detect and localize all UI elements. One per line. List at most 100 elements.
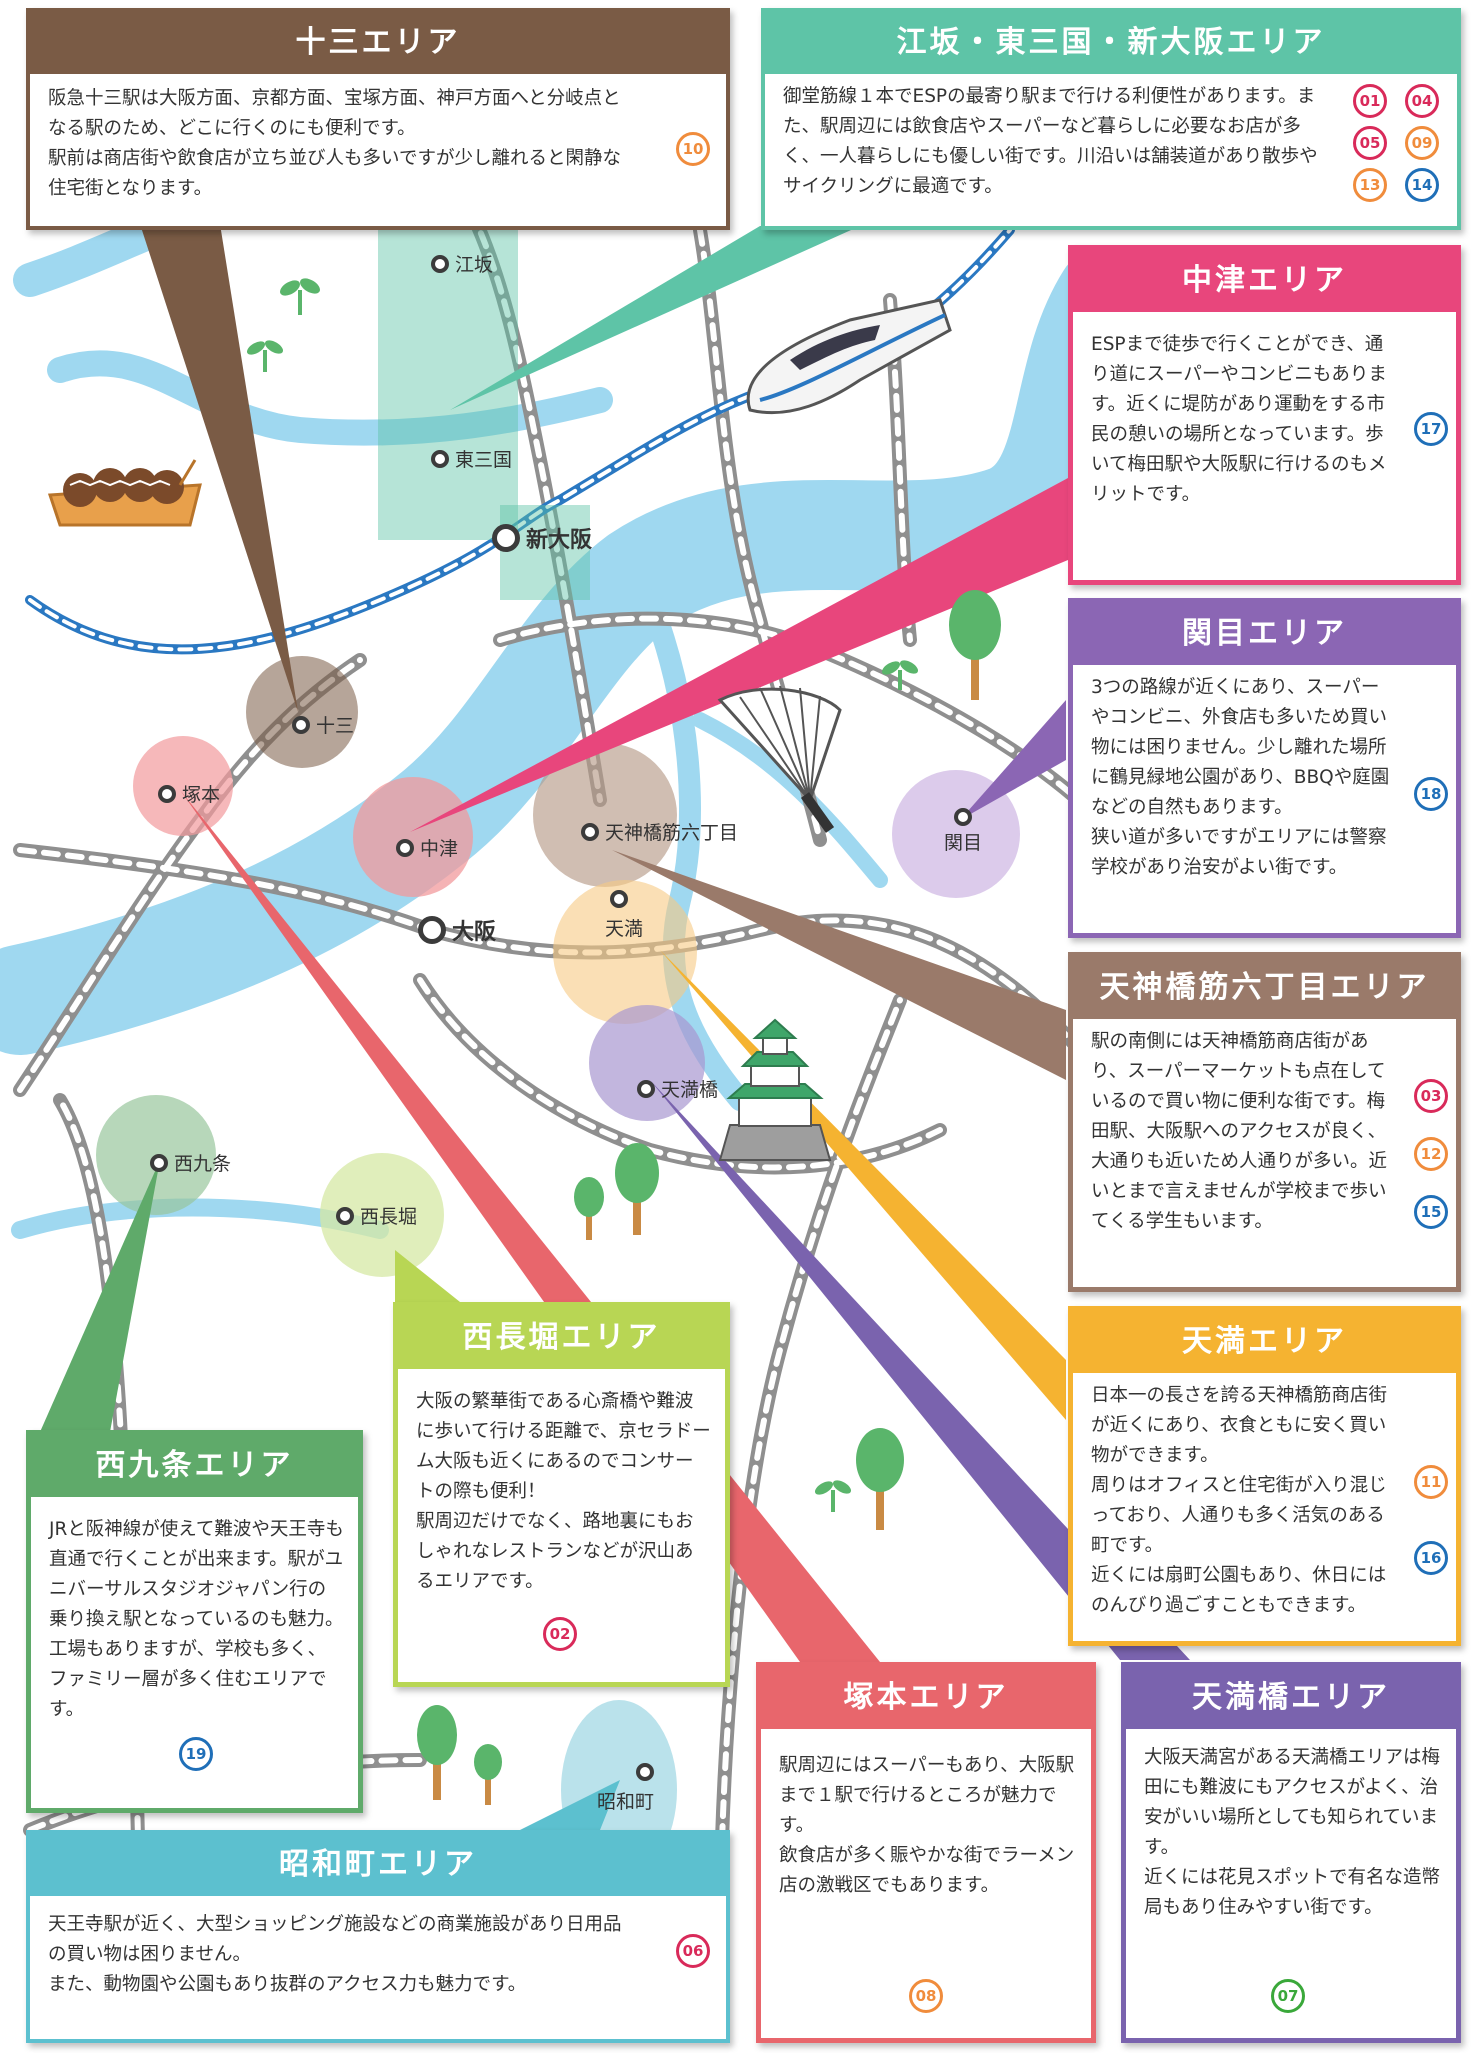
area-circle-jusou — [246, 656, 358, 768]
listing-number-badge[interactable]: 06 — [676, 1934, 710, 1968]
station-tsukamoto[interactable]: 塚本 — [158, 780, 220, 807]
folding-fan-icon — [717, 685, 842, 833]
area-description: ESPまで徒歩で行くことができ、通り道にスーパーやコンビニもあります。近くに堤防… — [1091, 334, 1387, 505]
area-title: 天満エリア — [1073, 1311, 1456, 1373]
station-label: 昭和町 — [597, 1791, 655, 1813]
area-circle-nishinagahori — [320, 1153, 444, 1277]
area-title: 昭和町エリア — [30, 1834, 726, 1896]
station-label: 塚本 — [182, 784, 221, 806]
listing-number-badge[interactable]: 03 — [1414, 1079, 1448, 1113]
listing-number-badge[interactable]: 13 — [1353, 168, 1387, 202]
area-title: 塚本エリア — [761, 1667, 1091, 1729]
area-circle-tsukamoto — [133, 736, 233, 836]
pointer-nishinagahori — [395, 1250, 470, 1310]
station-label: 西九条 — [174, 1153, 232, 1175]
station-sekime[interactable]: 関目 — [944, 808, 982, 855]
listing-number-badge[interactable]: 01 — [1353, 84, 1387, 118]
area-description: 御堂筋線１本でESPの最寄り駅まで行ける利便性があります。また、駅周辺には飲食店… — [783, 86, 1318, 197]
listing-number-badge[interactable]: 02 — [543, 1617, 577, 1651]
pointer-tenjin6 — [612, 850, 1066, 1080]
area-circle-tenjin6 — [533, 743, 677, 887]
area-card-showacho: 昭和町エリア 天王寺駅が近く、大型ショッピング施設などの商業施設があり日用品の買… — [26, 1830, 730, 2043]
station-label: 天満橋 — [661, 1079, 719, 1101]
station-marker — [581, 822, 599, 841]
takoyaki-icon — [47, 459, 202, 527]
station-label: 関目 — [944, 832, 983, 854]
tree-icon — [856, 1428, 904, 1530]
station-label: 中津 — [420, 838, 459, 860]
shinkansen-icon — [746, 298, 952, 415]
station-marker — [636, 1763, 655, 1781]
area-circle-tenmabashi — [589, 1005, 705, 1121]
tree-icon — [615, 1143, 659, 1235]
tree-icon — [417, 1705, 457, 1800]
area-title: 西長堀エリア — [398, 1307, 725, 1369]
area-title: 天神橋筋六丁目エリア — [1073, 957, 1456, 1019]
pointer-tenmabashi — [650, 1080, 1190, 1660]
area-title: 天満橋エリア — [1126, 1667, 1456, 1729]
station-higashimikuni[interactable]: 東三国 — [431, 445, 512, 472]
sprout-icon — [280, 278, 320, 315]
station-label: 東三国 — [455, 449, 513, 471]
area-circle-nakatsu — [353, 777, 473, 897]
listing-number-badge[interactable]: 05 — [1353, 126, 1387, 160]
station-marker — [336, 1206, 354, 1225]
area-description: JRと阪神線が使えて難波や天王寺も直通で行くことが出来ます。駅がユニバーサルスタ… — [49, 1519, 344, 1720]
area-description: 駅周辺にはスーパーもあり、大阪駅まで１駅で行けるところが魅力です。 飲食店が多く… — [779, 1755, 1075, 1896]
area-title: 関目エリア — [1073, 603, 1456, 665]
station-nishinagahori[interactable]: 西長堀 — [336, 1202, 417, 1229]
listing-number-badge[interactable]: 11 — [1414, 1465, 1448, 1499]
station-esaka[interactable]: 江坂 — [431, 250, 493, 277]
station-marker — [954, 808, 972, 826]
pointer-esaka — [450, 226, 860, 410]
station-tenmabashi[interactable]: 天満橋 — [637, 1075, 718, 1102]
listing-number-badge[interactable]: 17 — [1414, 412, 1448, 446]
station-label: 天満 — [605, 918, 644, 940]
listing-number-badge[interactable]: 04 — [1405, 84, 1439, 118]
station-marker — [418, 916, 446, 944]
station-marker — [292, 715, 310, 734]
station-tenjinbashisuji-6[interactable]: 天神橋筋六丁目 — [581, 818, 738, 845]
station-label: 新大阪 — [526, 528, 593, 553]
station-showacho[interactable]: 昭和町 — [597, 1763, 655, 1814]
station-marker — [396, 838, 414, 857]
station-marker — [431, 449, 449, 468]
listing-number-badge[interactable]: 12 — [1414, 1137, 1448, 1171]
station-label: 江坂 — [455, 254, 494, 276]
area-card-tsukamoto: 塚本エリア 駅周辺にはスーパーもあり、大阪駅まで１駅で行けるところが魅力です。 … — [756, 1662, 1096, 2043]
sprout-icon — [246, 340, 284, 372]
station-tenma[interactable]: 天満 — [605, 890, 643, 941]
listing-number-badge[interactable]: 09 — [1405, 126, 1439, 160]
station-marker — [610, 890, 628, 908]
area-description: 日本一の長さを誇る天神橋筋商店街が近くにあり、衣食ともに安く買い物ができます。 … — [1091, 1385, 1388, 1616]
area-description: 3つの路線が近くにあり、スーパーやコンビニ、外食店も多いため買い物には困りません… — [1091, 677, 1390, 878]
listing-number-badge[interactable]: 16 — [1414, 1541, 1448, 1575]
station-label: 天神橋筋六丁目 — [605, 822, 739, 844]
river-branch-north — [47, 350, 613, 446]
area-card-sekime: 関目エリア 3つの路線が近くにあり、スーパーやコンビニ、外食店も多いため買い物に… — [1068, 598, 1461, 938]
station-shin-osaka[interactable]: 新大阪 — [492, 522, 592, 554]
area-title: 江坂・東三国・新大阪エリア — [765, 12, 1457, 74]
listing-number-badge[interactable]: 19 — [179, 1737, 213, 1771]
area-title: 十三エリア — [30, 12, 726, 74]
area-description: 大阪天満宮がある天満橋エリアは梅田にも難波にもアクセスがよく、治安がいい場所とし… — [1144, 1747, 1441, 1918]
listing-number-badge[interactable]: 08 — [909, 1979, 943, 2013]
listing-number-badge[interactable]: 14 — [1405, 168, 1439, 202]
station-osaka[interactable]: 大阪 — [418, 914, 496, 946]
sprout-icon — [814, 1480, 852, 1512]
station-nishikujo[interactable]: 西九条 — [150, 1149, 231, 1176]
area-card-tenma: 天満エリア 日本一の長さを誇る天神橋筋商店街が近くにあり、衣食ともに安く買い物が… — [1068, 1306, 1461, 1646]
station-marker — [158, 784, 176, 803]
listing-number-badge[interactable]: 15 — [1414, 1195, 1448, 1229]
area-title: 中津エリア — [1073, 250, 1456, 312]
area-description: 阪急十三駅は大阪方面、京都方面、宝塚方面、神戸方面へと分岐点となる駅のため、どこ… — [48, 88, 621, 199]
listing-number-badge[interactable]: 07 — [1271, 1979, 1305, 2013]
pointer-nishikujo — [40, 1160, 160, 1432]
area-description: 駅の南側には天神橋筋商店街があり、スーパーマーケットも点在しているので買い物に便… — [1091, 1031, 1388, 1232]
station-nakatsu[interactable]: 中津 — [396, 834, 458, 861]
station-label: 大阪 — [452, 920, 497, 945]
listing-number-badge[interactable]: 18 — [1414, 777, 1448, 811]
station-jusou[interactable]: 十三 — [292, 711, 354, 738]
listing-number-badge[interactable]: 10 — [676, 132, 710, 166]
